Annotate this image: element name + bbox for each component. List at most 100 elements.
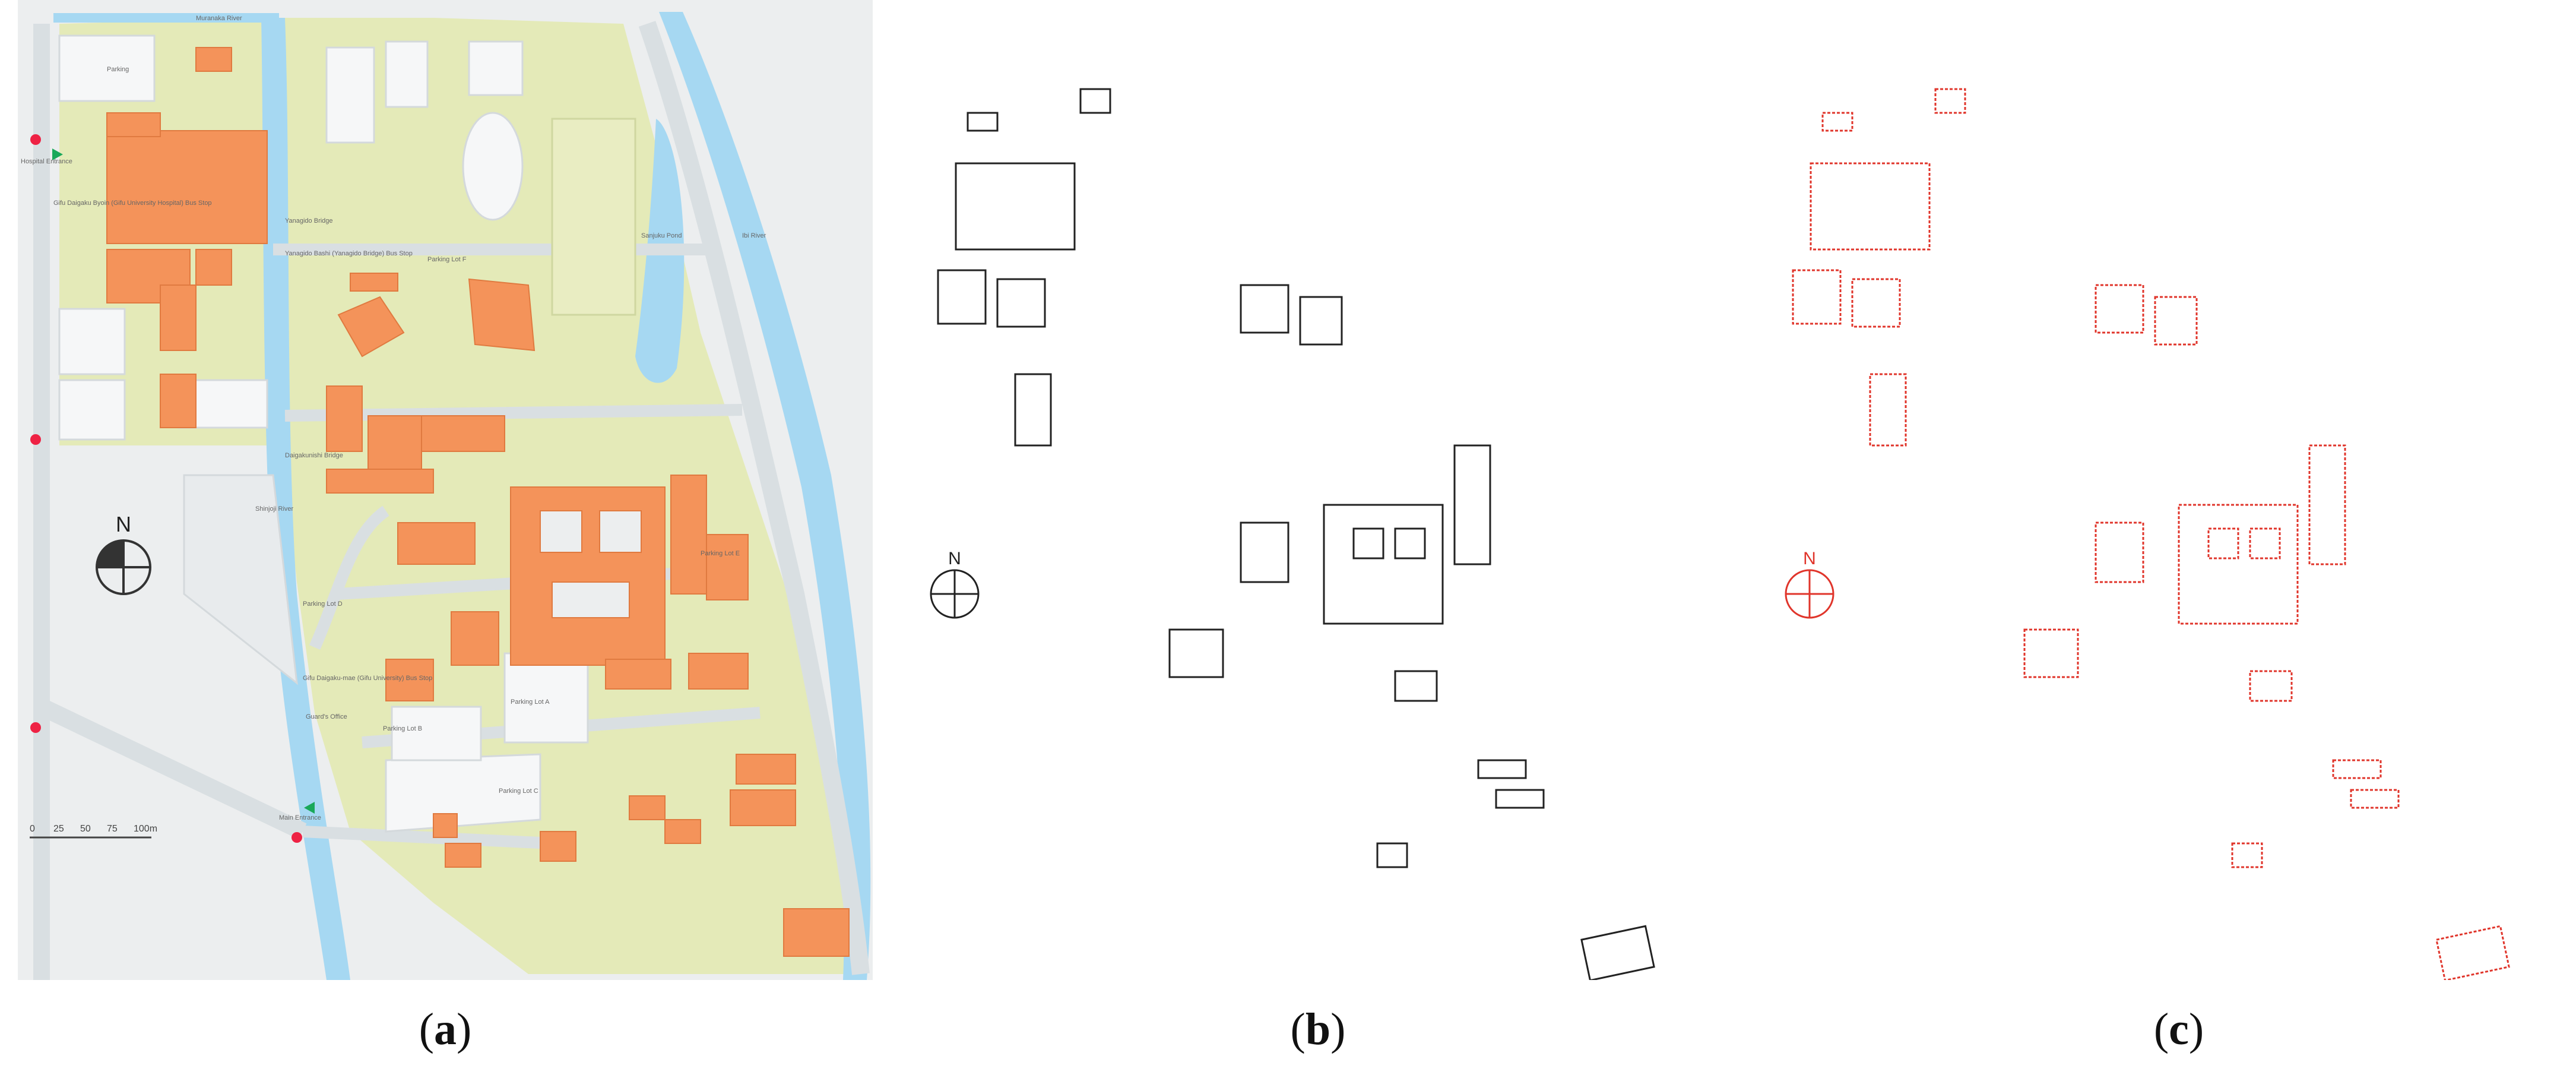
building <box>783 908 850 957</box>
outline-courtyard <box>1352 527 1384 559</box>
map-labels: Muranaka River Parking Hospital Entrance… <box>21 15 766 821</box>
panel-a-original-map: Muranaka River Parking Hospital Entrance… <box>18 0 873 980</box>
outline-map-red: N <box>1785 88 2510 982</box>
track-shape <box>462 112 524 221</box>
building <box>195 249 232 286</box>
building <box>445 843 481 868</box>
compass-cross <box>1786 570 1833 618</box>
panel-c-outline-red: N <box>1739 0 2571 982</box>
gate-marker <box>291 832 302 843</box>
label-lot-d: Parking Lot D <box>303 600 343 608</box>
label-yanagido-bus: Yanagido Bashi (Yanagido Bridge) Bus Sto… <box>285 250 413 257</box>
parking-lots <box>58 34 636 833</box>
label-hospital-bus: Gifu Daigaku Byoin (Gifu University Hosp… <box>53 200 212 207</box>
building <box>326 469 434 494</box>
outline-building <box>1580 925 1655 982</box>
outline-shapes <box>1792 88 2510 982</box>
outline-building <box>1079 88 1111 114</box>
caption-b-open: ( <box>1290 1004 1306 1054</box>
caption-c-close: ) <box>2188 1004 2204 1054</box>
field-shape <box>385 40 429 108</box>
caption-c-open: ( <box>2153 1004 2169 1054</box>
outline-shapes <box>937 88 1655 982</box>
caption-b-letter: b <box>1305 1004 1331 1054</box>
outline-building <box>1495 789 1545 809</box>
label-lot-a: Parking Lot A <box>511 698 550 706</box>
building <box>337 296 405 358</box>
outline-building <box>1240 521 1289 583</box>
outline-building <box>1394 670 1438 702</box>
shinjoji-river <box>261 18 350 980</box>
compass-fill <box>97 540 123 567</box>
outline-courtyard <box>2249 527 2281 559</box>
outline-building <box>1810 162 1931 251</box>
label-river-top: Muranaka River <box>196 15 242 22</box>
label-lot-b: Parking Lot B <box>383 725 422 732</box>
field-grid <box>551 118 636 316</box>
label-ibi-river: Ibi River <box>742 232 766 239</box>
building <box>350 273 398 292</box>
field-shape <box>468 40 524 96</box>
scale-tick: 75 <box>107 824 118 834</box>
outline-courtyard <box>2207 527 2239 559</box>
main-entrance-arrow <box>304 802 315 814</box>
label-univ-bus: Gifu Daigaku-mae (Gifu University) Bus S… <box>303 675 432 682</box>
label-lot-c: Parking Lot C <box>499 788 538 795</box>
north-label: N <box>1803 549 1816 568</box>
panel-b-outline: N <box>885 0 1716 982</box>
label-main-entrance: Main Entrance <box>279 814 321 821</box>
caption-b-close: ) <box>1330 1004 1346 1054</box>
outline-building <box>1240 284 1289 334</box>
label-lot-e: Parking Lot E <box>701 550 740 557</box>
outline-building <box>1792 269 1842 325</box>
outline-building <box>996 278 1046 328</box>
caption-a-letter: a <box>434 1004 457 1054</box>
hospital-entrance-arrow <box>52 148 63 160</box>
outline-building <box>2249 670 2293 702</box>
building <box>433 813 458 838</box>
scale-bar: 0 25 50 75 100m <box>30 824 157 839</box>
gate-marker <box>30 134 41 145</box>
caption-a-close: ) <box>457 1004 472 1054</box>
outline-complex <box>1323 504 1444 625</box>
outline-building <box>1376 842 1408 868</box>
entrance-markers <box>30 134 315 843</box>
building <box>706 534 749 600</box>
outline-building <box>1934 88 1966 114</box>
building <box>160 284 197 351</box>
courtyard <box>599 510 642 553</box>
gate-marker <box>30 722 41 733</box>
courtyard <box>540 510 582 553</box>
outline-compass: N <box>1785 549 1834 619</box>
building <box>468 278 536 352</box>
building <box>540 831 576 862</box>
parking-lot-shape <box>58 379 126 441</box>
scale-tick: 25 <box>53 824 64 834</box>
north-label: N <box>948 549 961 568</box>
building <box>397 522 476 565</box>
building <box>160 374 197 428</box>
courtyard <box>552 581 630 618</box>
building <box>421 415 505 452</box>
caption-a-open: ( <box>419 1004 434 1054</box>
label-hospital-entrance: Hospital Entrance <box>21 158 72 165</box>
label-sanjuku-pond: Sanjuku Pond <box>641 232 682 239</box>
buildings <box>106 47 850 957</box>
parking-lot-b-shape <box>391 706 482 761</box>
caption-c: (c) <box>2030 1004 2327 1055</box>
label-guards-office: Guard's Office <box>306 713 347 720</box>
outline-building <box>967 112 999 132</box>
outline-building <box>1168 628 1224 678</box>
hospital-building <box>106 130 268 244</box>
outline-building <box>2332 759 2382 779</box>
building <box>385 659 434 701</box>
outline-building <box>1477 759 1527 779</box>
parking-lot-shape <box>58 34 156 102</box>
building <box>451 611 499 666</box>
outline-building <box>955 162 1076 251</box>
outline-building <box>2023 628 2079 678</box>
north-compass: N <box>96 512 151 595</box>
outline-map-black: N <box>930 88 1655 982</box>
building <box>664 819 701 844</box>
parking-lot-shape <box>58 308 126 375</box>
